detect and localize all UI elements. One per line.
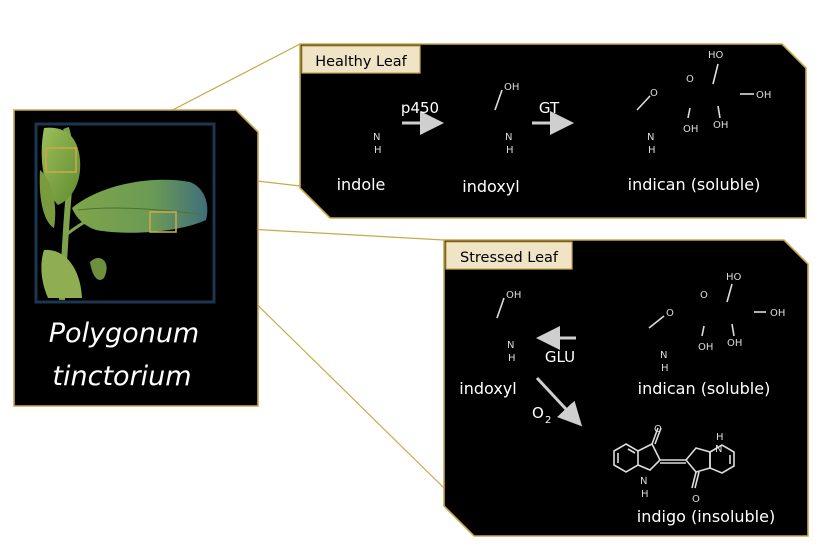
atom-ho: HO bbox=[726, 272, 742, 283]
atom-h: H bbox=[508, 353, 516, 364]
enzyme-glu: GLU bbox=[545, 348, 575, 366]
atom-n: N bbox=[715, 444, 722, 455]
stressed-zoom-box bbox=[149, 211, 177, 233]
stressed-leaf-panel: Stressed Leaf OH N H GLU O O HO OH OH OH bbox=[443, 239, 809, 537]
atom-oh: OH bbox=[727, 338, 742, 349]
label-indigo: indigo (insoluble) bbox=[637, 507, 775, 526]
atom-n: N bbox=[640, 476, 647, 487]
atom-o-link: O bbox=[650, 88, 658, 99]
plant-panel: Polygonum tinctorium bbox=[13, 109, 259, 407]
label-indoxyl-stressed: indoxyl bbox=[459, 379, 516, 398]
atom-o-ring: O bbox=[686, 74, 694, 85]
atom-oh: OH bbox=[698, 342, 713, 353]
indican-structure-stressed bbox=[612, 315, 665, 354]
healthy-title-tab bbox=[301, 45, 421, 74]
atom-h: H bbox=[661, 363, 669, 374]
plant-genus: Polygonum bbox=[49, 318, 199, 349]
atom-o-indigo-bottom: O bbox=[692, 494, 700, 505]
healthy-zoom-box bbox=[45, 147, 77, 173]
atom-h: H bbox=[648, 145, 656, 156]
oxidant-subscript: 2 bbox=[545, 415, 551, 426]
atom-o-indigo-top: O bbox=[654, 424, 662, 435]
stressed-title: Stressed Leaf bbox=[460, 250, 559, 266]
atom-n: N bbox=[660, 350, 667, 361]
atom-oh: OH bbox=[713, 120, 728, 131]
atom-n: N bbox=[505, 132, 512, 143]
atom-ho: HO bbox=[708, 50, 724, 61]
oxidant-o: O bbox=[532, 404, 544, 422]
atom-n: N bbox=[647, 132, 654, 143]
indoxyl-structure bbox=[458, 89, 503, 136]
label-indole: indole bbox=[337, 175, 386, 194]
leaf-upper bbox=[41, 127, 81, 205]
healthy-title: Healthy Leaf bbox=[315, 54, 407, 70]
label-indoxyl: indoxyl bbox=[462, 177, 519, 196]
healthy-leaf-panel: Healthy Leaf N H p450 OH N H GT bbox=[299, 43, 807, 219]
atom-h: H bbox=[506, 145, 514, 156]
atom-n: N bbox=[373, 132, 380, 143]
atom-o-ring: O bbox=[700, 290, 708, 301]
label-indican: indican (soluble) bbox=[628, 175, 761, 194]
indigo-structure bbox=[613, 427, 735, 489]
atom-oh: OH bbox=[770, 308, 785, 319]
enzyme-p450: p450 bbox=[401, 99, 439, 117]
atom-oh: OH bbox=[756, 90, 771, 101]
indican-structure bbox=[600, 95, 651, 136]
label-indican-stressed: indican (soluble) bbox=[638, 379, 771, 398]
atom-oh: OH bbox=[506, 290, 521, 301]
atom-oh: OH bbox=[504, 82, 519, 93]
indoxyl-structure-stressed bbox=[460, 297, 505, 344]
stressed-title-tab bbox=[445, 241, 573, 270]
atom-oh: OH bbox=[683, 124, 698, 135]
atom-o-link: O bbox=[666, 308, 674, 319]
glucose-ring-stressed bbox=[682, 283, 766, 337]
plant-photo bbox=[39, 127, 208, 301]
plant-species: tinctorium bbox=[52, 361, 191, 392]
atom-h: H bbox=[641, 489, 649, 500]
atom-h: H bbox=[374, 145, 382, 156]
arrow-oxidation bbox=[535, 376, 583, 427]
enzyme-gt: GT bbox=[539, 99, 560, 117]
leaf-right bbox=[72, 179, 208, 233]
atom-h: H bbox=[716, 432, 724, 443]
atom-n: N bbox=[507, 340, 514, 351]
glucose-ring bbox=[668, 63, 754, 119]
